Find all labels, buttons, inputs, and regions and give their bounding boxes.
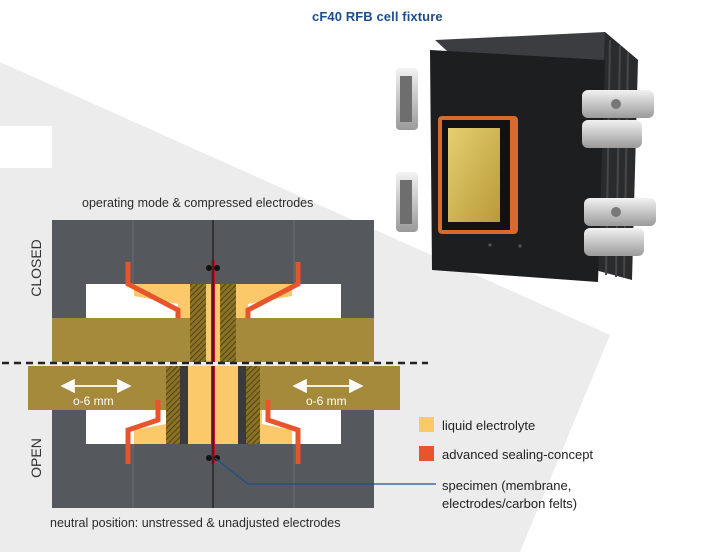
open-section [28,366,400,508]
distance-label-left: o-6 mm [73,394,114,408]
cell-fixture-photo [396,32,656,282]
caption-open: neutral position: unstressed & unadjuste… [50,516,341,530]
specimen-leader-line [214,457,436,485]
legend-label-specimen-line2: electrodes/carbon felts) [442,496,578,511]
closed-label: CLOSED [28,239,44,297]
closed-section [52,220,374,362]
legend-label-electrolyte: liquid electrolyte [442,418,536,433]
legend-label-specimen-line1: specimen (membrane, [442,478,572,493]
open-label: OPEN [28,438,44,478]
page-title: cF40 RFB cell fixture [312,9,443,24]
legend-swatch-electrolyte [419,417,434,432]
legend-swatch-seal [419,446,434,461]
legend-label-seal: advanced sealing-concept [442,447,594,462]
distance-label-right: o-6 mm [306,394,347,408]
caption-closed: operating mode & compressed electrodes [82,196,314,210]
